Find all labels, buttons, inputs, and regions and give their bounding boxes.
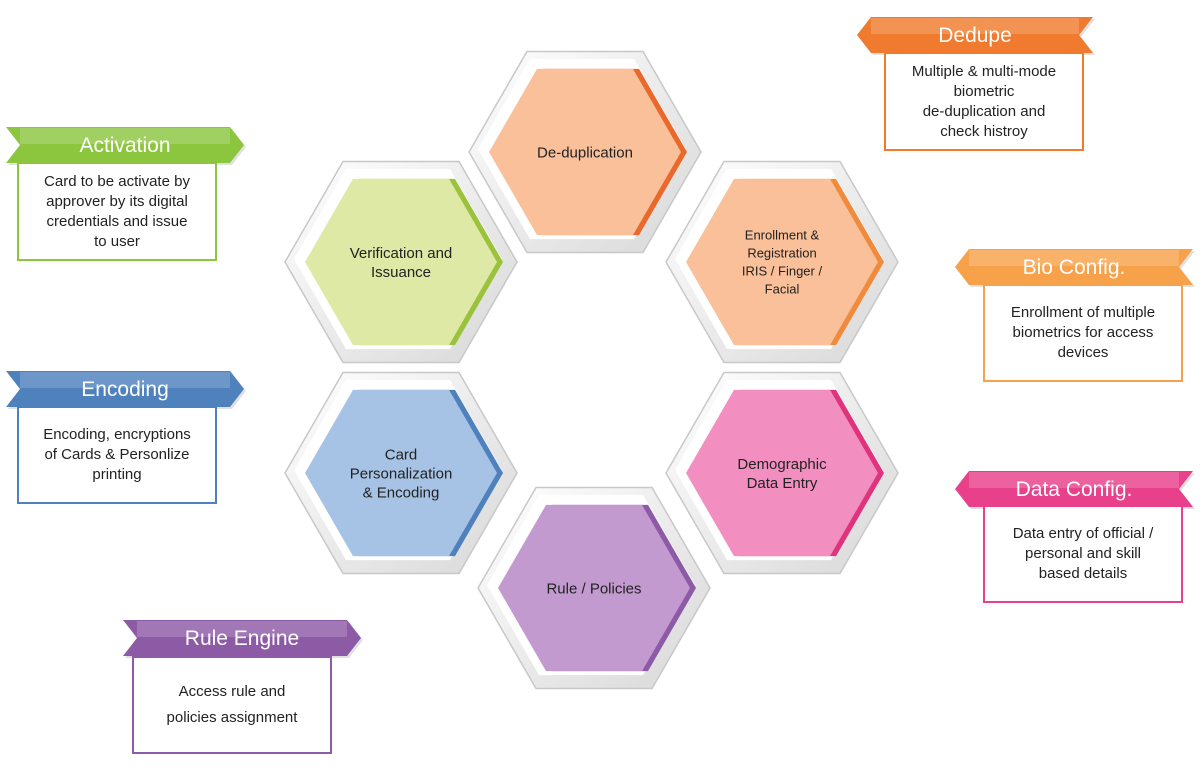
data-config-ribbon: Data Config. [955,471,1195,509]
activation-ribbon-gloss [20,128,230,144]
dedupe-description-text: Multiple & multi-mode biometric de-dupli… [911,62,1057,140]
dedupe-ribbon-gloss [871,18,1079,34]
data-config-title: Data Config. [1016,478,1133,501]
encoding-ribbon-shape [6,371,244,407]
rule-engine-description: Access rule and policies assignment [132,656,332,754]
activation-description-text: Card to be activate by approver by its d… [44,172,190,250]
rule-engine-ribbon-gloss [137,621,347,637]
bio-config-ribbon-shape [955,249,1193,285]
hexagon-rule-label: Rule / Policies [546,580,641,597]
dedupe-description: Multiple & multi-mode biometric de-dupli… [884,52,1084,151]
activation-title: Activation [79,134,170,157]
hexagon-card-face [305,389,497,557]
encoding-description-text: Encoding, encryptions of Cards & Personl… [43,426,191,483]
rule-engine-ribbon-shape [123,620,361,656]
encoding-ribbon: Encoding [6,371,246,409]
activation-ribbon: Activation [6,127,246,165]
data-config-ribbon-gloss [969,472,1179,488]
activation-ribbon-shape [6,127,244,163]
encoding-ribbon-gloss [20,372,230,388]
encoding-title: Encoding [81,378,169,401]
bio-config-title: Bio Config. [1023,256,1126,279]
data-config-ribbon-shape [955,471,1193,507]
hexagon-dedup-label: De-duplication [537,144,633,161]
encoding-description: Encoding, encryptions of Cards & Personl… [17,406,217,504]
data-config-description: Data entry of official / personal and sk… [983,505,1183,603]
hexagon-enroll-face [686,178,878,346]
hexagon-rule: Rule / Policies [477,486,711,690]
dedupe-ribbon-shape [857,17,1093,53]
hexagon-rule-face [498,504,690,672]
rule-engine-description-text: Access rule and policies assignment [166,683,298,726]
hexagon-dedup: De-duplication [468,50,702,254]
data-config-description-text: Data entry of official / personal and sk… [1012,525,1154,582]
bio-config-ribbon-gloss [969,250,1179,266]
dedupe-title: Dedupe [938,24,1012,47]
bio-config-description: Enrollment of multiple biometrics for ac… [983,284,1183,382]
rule-engine-title: Rule Engine [185,627,299,650]
hexagon-demo-face [686,389,878,557]
bio-config-ribbon: Bio Config. [955,249,1195,287]
dedupe-ribbon: Dedupe [857,17,1095,55]
hexagon-verify-face [305,178,497,346]
hexagon-dedup-face [489,68,681,236]
activation-description: Card to be activate by approver by its d… [17,162,217,261]
bio-config-description-text: Enrollment of multiple biometrics for ac… [1010,304,1156,361]
rule-engine-ribbon: Rule Engine [123,620,363,658]
